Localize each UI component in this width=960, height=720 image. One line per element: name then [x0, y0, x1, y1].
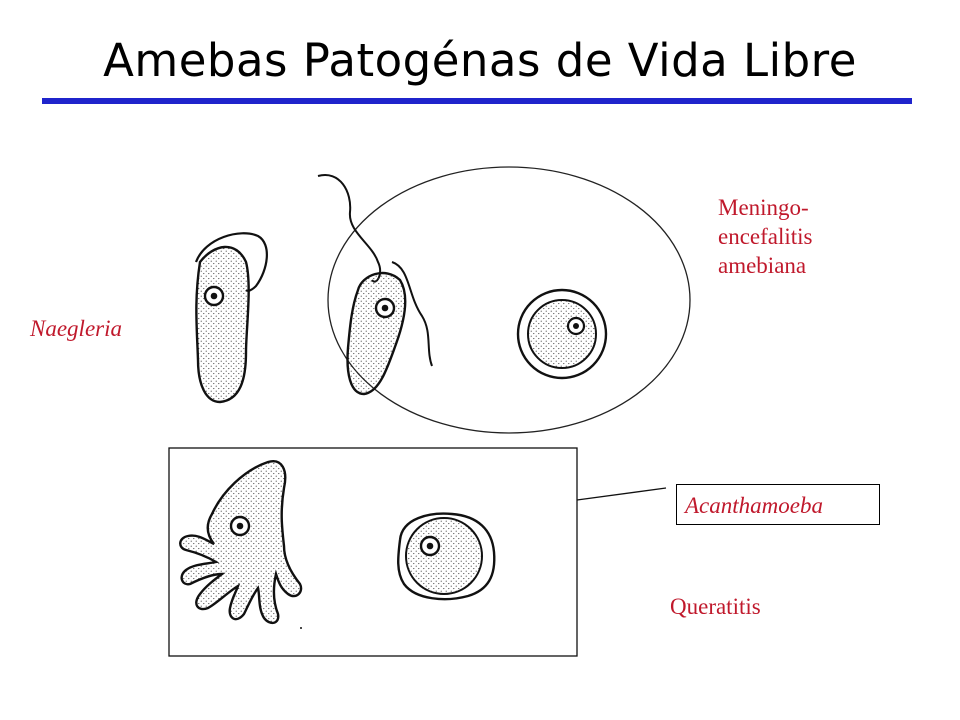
naegleria-cyst — [516, 288, 608, 380]
acanthamoeba-frame — [168, 447, 578, 657]
acanthamoeba-cyst — [397, 512, 496, 601]
meningo-line-3: amebiana — [718, 253, 807, 278]
acanthamoeba-trophozoite — [179, 460, 303, 629]
meningo-line-1: Meningo- — [718, 195, 809, 220]
slide-title: Amebas Patogénas de Vida Libre — [103, 34, 857, 87]
naegleria-label: Naegleria — [30, 316, 122, 341]
queratitis-label: Queratitis — [670, 594, 761, 619]
acanthamoeba-connector — [576, 487, 667, 501]
naegleria-trophozoite — [194, 232, 268, 404]
meningoencefalitis-label: Meningo- encefalitis amebiana — [718, 193, 813, 280]
meningo-line-2: encefalitis — [718, 224, 813, 249]
title-underline — [42, 98, 912, 104]
naegleria-flagellate — [317, 174, 433, 396]
meningo-group-ellipse — [327, 166, 691, 434]
acanthamoeba-label: Acanthamoeba — [676, 484, 880, 525]
